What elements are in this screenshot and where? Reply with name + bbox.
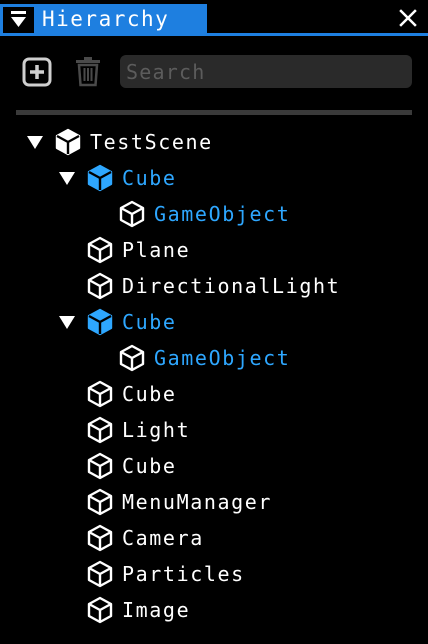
cube-icon [86,560,114,588]
expand-arrow-down-icon[interactable] [58,304,76,340]
tree-item-label: Particles [122,562,245,586]
cube-icon [86,488,114,516]
expand-arrow-down-icon[interactable] [58,160,76,196]
cube-icon [86,596,114,624]
tree-item-label: Cube [122,454,177,478]
tab-hierarchy[interactable]: Hierarchy [0,4,207,33]
menu-dropdown-icon [11,11,26,27]
tree-item[interactable]: Cube [58,448,177,484]
cube-icon [86,380,114,408]
tree-item[interactable]: GameObject [90,196,290,232]
tree-item-label: Cube [122,310,177,334]
tree-item-label: Cube [122,166,177,190]
tree-item[interactable]: Image [58,592,190,628]
cube-icon [54,128,82,156]
panel-menu-button[interactable] [3,7,34,33]
tree-item[interactable]: Particles [58,556,245,592]
cube-icon [86,164,114,192]
titlebar-accent-line [0,33,428,36]
cube-icon [86,236,114,264]
cube-icon [86,452,114,480]
hierarchy-toolbar [0,52,428,92]
tree-item-label: Image [122,598,191,622]
cube-icon [118,344,146,372]
tree-item-label: GameObject [154,202,291,226]
panel-titlebar: Hierarchy [0,0,428,36]
plus-square-icon [22,57,52,87]
tree-item-label: Plane [122,238,191,262]
tree-item[interactable]: Light [58,412,190,448]
tree-item-label: TestScene [90,130,213,154]
tree-item-label: Cube [122,382,177,406]
panel-title: Hierarchy [42,7,170,31]
tree-item-label: Camera [122,526,204,550]
tree-item[interactable]: GameObject [90,340,290,376]
tree-item[interactable]: Cube [58,304,177,340]
tree-item[interactable]: TestScene [26,124,213,160]
toolbar-divider [16,110,412,115]
close-panel-button[interactable] [396,6,420,30]
add-object-button[interactable] [21,56,53,88]
cube-icon [86,308,114,336]
close-icon [399,9,417,27]
delete-object-button[interactable] [72,56,104,88]
expand-arrow-down-icon[interactable] [26,124,44,160]
tree-item[interactable]: MenuManager [58,484,272,520]
tree-item-label: GameObject [154,346,291,370]
tree-item[interactable]: Plane [58,232,190,268]
tree-item-label: Light [122,418,191,442]
tree-item[interactable]: Camera [58,520,204,556]
cube-icon [118,200,146,228]
tree-item-label: MenuManager [122,490,273,514]
tree-item[interactable]: Cube [58,160,177,196]
tree-item[interactable]: Cube [58,376,177,412]
cube-icon [86,524,114,552]
search-input[interactable] [120,55,412,88]
cube-icon [86,272,114,300]
trash-icon [76,57,100,87]
tree-item[interactable]: DirectionalLight [58,268,340,304]
cube-icon [86,416,114,444]
tree-item-label: DirectionalLight [122,274,341,298]
